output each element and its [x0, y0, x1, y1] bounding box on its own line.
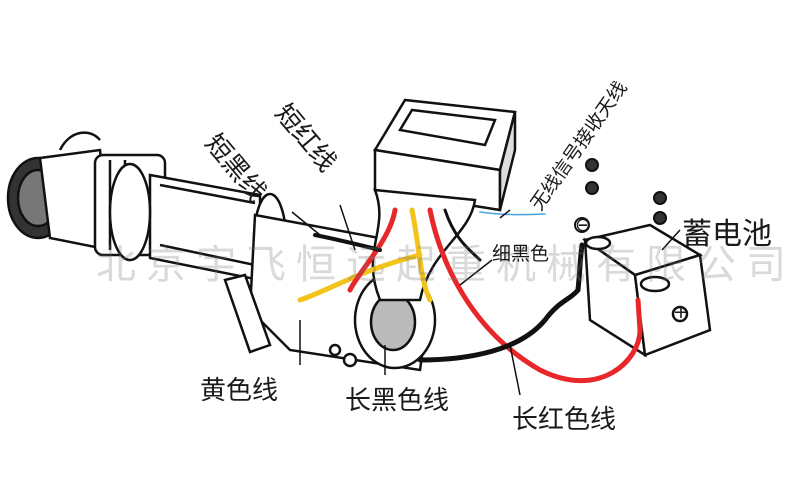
- negative-terminal-mark: ⊖: [575, 214, 591, 236]
- yellow-wire-label: 黄色线: [200, 376, 279, 406]
- wires: [297, 207, 643, 384]
- long-red-wire-label: 长红色线: [512, 405, 617, 435]
- terminal-nuts: [574, 158, 667, 233]
- long-black-wire-label: 长黑色线: [345, 386, 450, 416]
- controller-box: [371, 98, 517, 302]
- battery-label: 蓄电池: [682, 217, 772, 252]
- watermark: 北京宇飞恒远起重机械有限公司: [96, 242, 796, 288]
- positive-terminal-mark: +: [673, 301, 689, 323]
- thin-black-wire-label: 细黑色: [492, 243, 550, 265]
- battery: [581, 223, 712, 358]
- leader-lines: [291, 204, 681, 396]
